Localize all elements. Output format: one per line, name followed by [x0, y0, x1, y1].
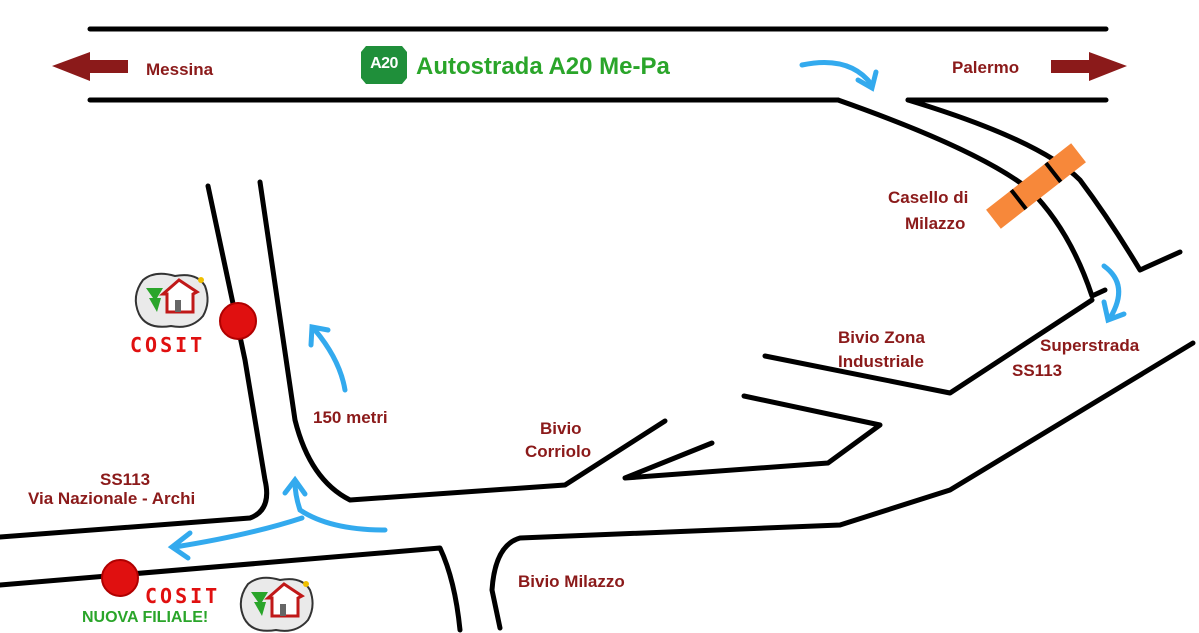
route-arrow-superstrada-icon: [1101, 263, 1122, 321]
route-arrow-bottom-icon: [292, 479, 388, 533]
route-arrow-left-icon: [172, 515, 305, 550]
cosit-brand-2: COSIT: [145, 584, 221, 608]
messina-label: Messina: [146, 60, 214, 79]
arrow-right-icon: [1051, 52, 1127, 81]
road-zona-industriale: [762, 297, 1095, 396]
route-arrow-150m-icon: [312, 327, 348, 393]
cosit-logo-1-icon: [134, 272, 209, 328]
bivio-milazzo-label: Bivio Milazzo: [518, 572, 625, 591]
ss113-vertical-left: [0, 183, 270, 540]
bivio-corriolo-label-line2: Corriolo: [525, 442, 592, 461]
bivio-corriolo-label-line1: Bivio: [540, 419, 582, 438]
direction-arrows: [52, 52, 1127, 81]
palermo-label: Palermo: [952, 58, 1020, 77]
nuova-filiale-label: NUOVA FILIALE!: [82, 609, 209, 626]
a20-badge: A20: [361, 46, 407, 84]
distance-label: 150 metri: [313, 408, 388, 427]
location-marker-1-icon: [219, 302, 257, 340]
cosit-logo-2-icon: [239, 576, 314, 632]
route-arrows: [167, 60, 1127, 561]
road-corriolo: [257, 179, 668, 503]
road-bottom: [0, 545, 463, 633]
ss113-label-line1: SS113: [100, 470, 151, 489]
route-arrow-highway-exit-icon: [799, 60, 875, 88]
ss113-label-line2: Via Nazionale - Archi: [28, 489, 196, 508]
cosit-brand-1: COSIT: [130, 333, 206, 357]
toll-booth: [986, 143, 1086, 229]
casello-label-line2: Milazzo: [905, 214, 966, 233]
bivio-zona-label-line2: Industriale: [838, 352, 924, 371]
road-network: [0, 26, 1196, 633]
superstrada-edge-lower: [489, 340, 1196, 631]
highway-shield-icon: [361, 46, 407, 84]
location-marker-2-icon: [101, 559, 139, 597]
exit-ramp-inner: [905, 97, 1183, 273]
superstrada-edge-upper: [622, 393, 883, 481]
superstrada-label-line1: Superstrada: [1040, 336, 1140, 355]
highway-title: Autostrada A20 Me-Pa: [416, 53, 670, 80]
a20-badge-text: A20: [370, 55, 398, 72]
casello-label-line1: Casello di: [888, 188, 969, 207]
exit-ramp-outer: [835, 97, 1108, 299]
arrow-left-icon: [52, 52, 128, 81]
superstrada-label-line2: SS113: [1012, 361, 1063, 380]
bivio-zona-label-line1: Bivio Zona: [838, 328, 925, 347]
